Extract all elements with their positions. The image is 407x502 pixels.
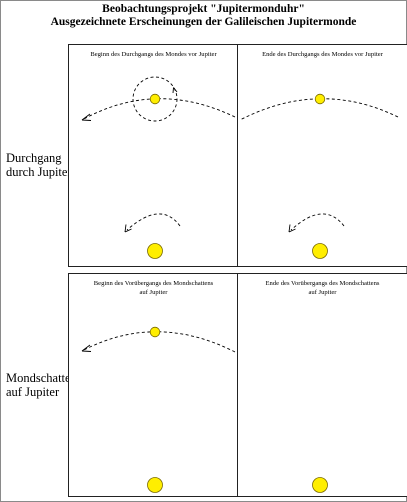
panel-shadow-begin: Beginn des Vorübergangs des Mondschatten…	[68, 273, 239, 497]
jupiter-rotation-arrowhead	[288, 224, 296, 233]
panel-shadow-end-title-line2: auf Jupiter	[308, 288, 337, 296]
jupiter-rotation-arrowhead	[124, 224, 132, 233]
rotation-arrowhead	[172, 87, 178, 94]
panel-transit-end-diagram	[239, 93, 399, 259]
jupiter-rotation-arc	[126, 213, 181, 231]
jupiter	[312, 477, 328, 493]
panel-shadow-end-diagram	[312, 477, 328, 493]
moon-orbit-arc	[239, 98, 399, 121]
orbit-arrowhead	[81, 344, 92, 352]
jupiter	[312, 243, 328, 259]
panel-transit-begin-diagram	[81, 76, 236, 259]
moon	[314, 93, 326, 105]
moon-disc-outline	[132, 76, 178, 122]
row-label-shadow: Mondschatten auf Jupiter	[6, 371, 77, 399]
panel-transit-begin: Beginn des Durchgangs des Mondes vor Jup…	[68, 44, 239, 267]
moon-orbit-arc	[81, 98, 236, 121]
panel-shadow-begin-title: Beginn des Vorübergangs des Mondschatten…	[69, 280, 238, 297]
figure-subtitle: Ausgezeichnete Erscheinungen der Galilei…	[50, 16, 357, 28]
jupiter-rotation-arc	[290, 213, 345, 231]
row-label-transit-line2: durch Jupiter	[6, 165, 72, 179]
moon	[149, 326, 161, 338]
panel-transit-begin-title: Beginn des Durchgangs des Mondes vor Jup…	[69, 51, 238, 60]
moon	[149, 93, 161, 105]
row-label-shadow-line1: Mondschatten	[6, 371, 77, 385]
panel-transit-end-title-line1: Ende des Durchgangs des Mondes vor Jupit…	[262, 51, 383, 58]
jupiter	[147, 477, 163, 493]
jupiter	[147, 243, 163, 259]
panel-shadow-begin-diagram	[81, 326, 236, 493]
panel-transit-end-title: Ende des Durchgangs des Mondes vor Jupit…	[238, 51, 407, 60]
panel-shadow-begin-title-line2: auf Jupiter	[139, 288, 168, 296]
row-label-shadow-line2: auf Jupiter	[6, 385, 60, 399]
panel-shadow-end-title-line1: Ende des Vorübergangs des Mondschattens	[265, 280, 380, 287]
panel-shadow-begin-title-line1: Beginn des Vorübergangs des Mondschatten…	[93, 280, 214, 287]
figure-title: Beobachtungsprojekt "Jupitermonduhr"	[102, 3, 305, 15]
panel-shadow-end-title: Ende des Vorübergangs des Mondschattens …	[238, 280, 407, 297]
panel-transit-begin-title-line1: Beginn des Durchgangs des Mondes vor Jup…	[90, 51, 217, 58]
row-label-transit-line1: Durchgang	[6, 151, 62, 165]
panel-transit-end: Ende des Durchgangs des Mondes vor Jupit…	[237, 44, 407, 267]
row-label-transit: Durchgang durch Jupiter	[6, 151, 72, 179]
panel-shadow-end: Ende des Vorübergangs des Mondschattens …	[237, 273, 407, 497]
orbit-arrowhead	[81, 113, 92, 121]
